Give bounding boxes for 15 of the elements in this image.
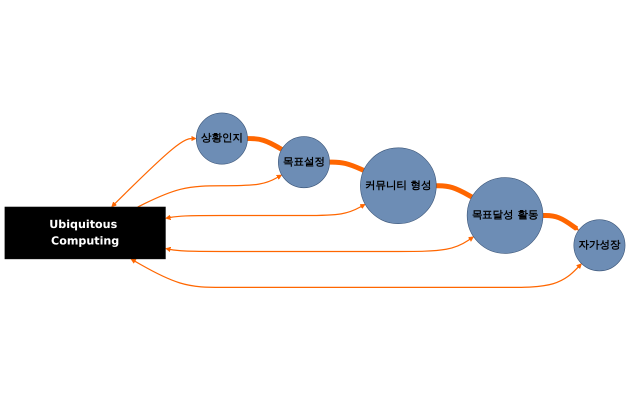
arrow (165, 236, 474, 252)
node-box: Ubiquitous Computing (4, 206, 166, 259)
node-circle: 목표설정 (278, 136, 330, 188)
arrow (165, 204, 366, 220)
connector (330, 160, 365, 172)
node-circle: 자가성장 (574, 219, 626, 272)
arrow (130, 258, 582, 288)
connector (247, 136, 283, 152)
node-circle: 커뮤니티 형성 (360, 147, 437, 224)
node-circle: 목표달성 활동 (466, 177, 544, 254)
arrow (111, 136, 196, 207)
node-circle: 상황인지 (196, 112, 248, 164)
arrow (542, 212, 579, 231)
connector (436, 183, 474, 200)
arrow (137, 174, 282, 208)
